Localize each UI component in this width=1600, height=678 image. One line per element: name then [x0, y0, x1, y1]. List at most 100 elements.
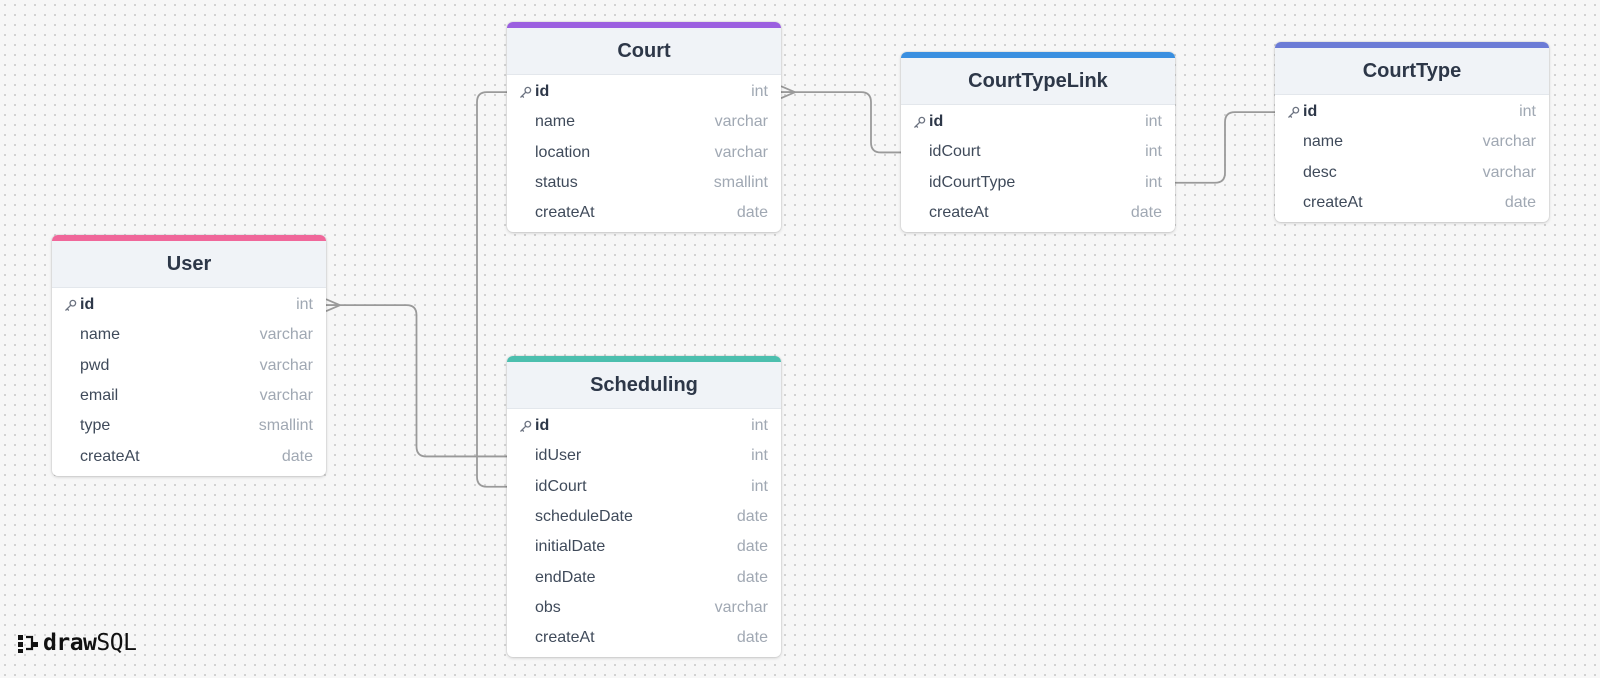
column-name: createAt [535, 204, 595, 222]
column-name: scheduleDate [535, 508, 633, 526]
relation-line [1175, 111, 1275, 184]
column-name: idCourtType [929, 173, 1016, 191]
logo-text-draw: draw [43, 630, 97, 656]
column-name: initialDate [535, 538, 606, 556]
column-type: varchar [1482, 133, 1536, 151]
column-row[interactable]: desc varchar [1275, 158, 1549, 188]
column-name: desc [1303, 163, 1337, 181]
column-row[interactable]: obs varchar [507, 593, 781, 623]
column-row[interactable]: location varchar [507, 138, 781, 168]
column-type: date [736, 508, 768, 526]
table-header[interactable]: CourtTypeLink [901, 52, 1175, 105]
relation-line [476, 91, 507, 488]
column-type: varchar [714, 143, 768, 161]
column-type: int [1145, 113, 1162, 131]
table-name: CourtType [1362, 59, 1462, 82]
key-icon [64, 299, 80, 312]
column-name: location [535, 143, 591, 161]
table-header[interactable]: CourtType [1275, 42, 1549, 95]
column-name: obs [535, 598, 561, 616]
column-row[interactable]: name varchar [507, 107, 781, 137]
column-row[interactable]: id int [901, 107, 1175, 137]
column-row[interactable]: createAt date [52, 441, 326, 471]
column-name: type [80, 417, 111, 435]
column-row[interactable]: idCourtType int [901, 168, 1175, 198]
column-type: date [736, 204, 768, 222]
key-icon [913, 116, 929, 129]
table-name: CourtTypeLink [968, 69, 1108, 92]
relation-line [326, 304, 507, 458]
column-type: int [1519, 103, 1536, 121]
crows-foot-marker [780, 85, 796, 99]
column-row[interactable]: createAt date [901, 198, 1175, 228]
column-name: createAt [1303, 194, 1363, 212]
column-name: id [535, 83, 550, 101]
column-type: date [736, 629, 768, 647]
column-type: int [751, 477, 768, 495]
column-row[interactable]: scheduleDate date [507, 502, 781, 532]
table-courttype[interactable]: CourtType id int name varchar desc varchar crea… [1275, 42, 1549, 223]
column-name: email [80, 387, 119, 405]
column-row[interactable]: id int [507, 411, 781, 441]
table-header[interactable]: Court [507, 22, 781, 75]
column-name: endDate [535, 568, 596, 586]
column-row[interactable]: id int [1275, 97, 1549, 127]
table-header[interactable]: User [52, 235, 326, 288]
column-type: int [296, 296, 313, 314]
column-row[interactable]: id int [507, 77, 781, 107]
column-name: id [1303, 103, 1318, 121]
column-row[interactable]: createAt date [1275, 188, 1549, 218]
table-name: User [166, 252, 212, 275]
column-type: date [1504, 194, 1536, 212]
column-type: varchar [259, 326, 313, 344]
column-row[interactable]: createAt date [507, 198, 781, 228]
column-row[interactable]: name varchar [1275, 127, 1549, 157]
column-name: createAt [80, 447, 140, 465]
column-name: id [535, 417, 550, 435]
column-name: name [1303, 133, 1344, 151]
column-list: id int name varchar desc varchar createAt date [1275, 95, 1549, 222]
relation-line [781, 91, 901, 154]
column-type: date [1130, 204, 1162, 222]
column-name: idCourt [535, 477, 587, 495]
column-type: int [751, 417, 768, 435]
column-name: idUser [535, 447, 582, 465]
table-name: Court [617, 39, 671, 62]
column-type: int [1145, 173, 1162, 191]
column-type: varchar [1482, 163, 1536, 181]
column-type: date [736, 568, 768, 586]
column-type: varchar [714, 598, 768, 616]
drawsql-logo-icon [18, 635, 38, 653]
column-type: date [281, 447, 313, 465]
table-court[interactable]: Court id int name varchar location varchar stat… [507, 22, 781, 233]
column-name: createAt [929, 204, 989, 222]
column-type: int [1145, 143, 1162, 161]
column-type: int [751, 83, 768, 101]
table-header[interactable]: Scheduling [507, 356, 781, 409]
column-row[interactable]: idCourt int [507, 472, 781, 502]
column-type: varchar [714, 113, 768, 131]
key-icon [1287, 106, 1303, 119]
column-type: date [736, 538, 768, 556]
column-name: name [535, 113, 576, 131]
column-row[interactable]: endDate date [507, 562, 781, 592]
column-row[interactable]: initialDate date [507, 532, 781, 562]
column-name: id [929, 113, 944, 131]
